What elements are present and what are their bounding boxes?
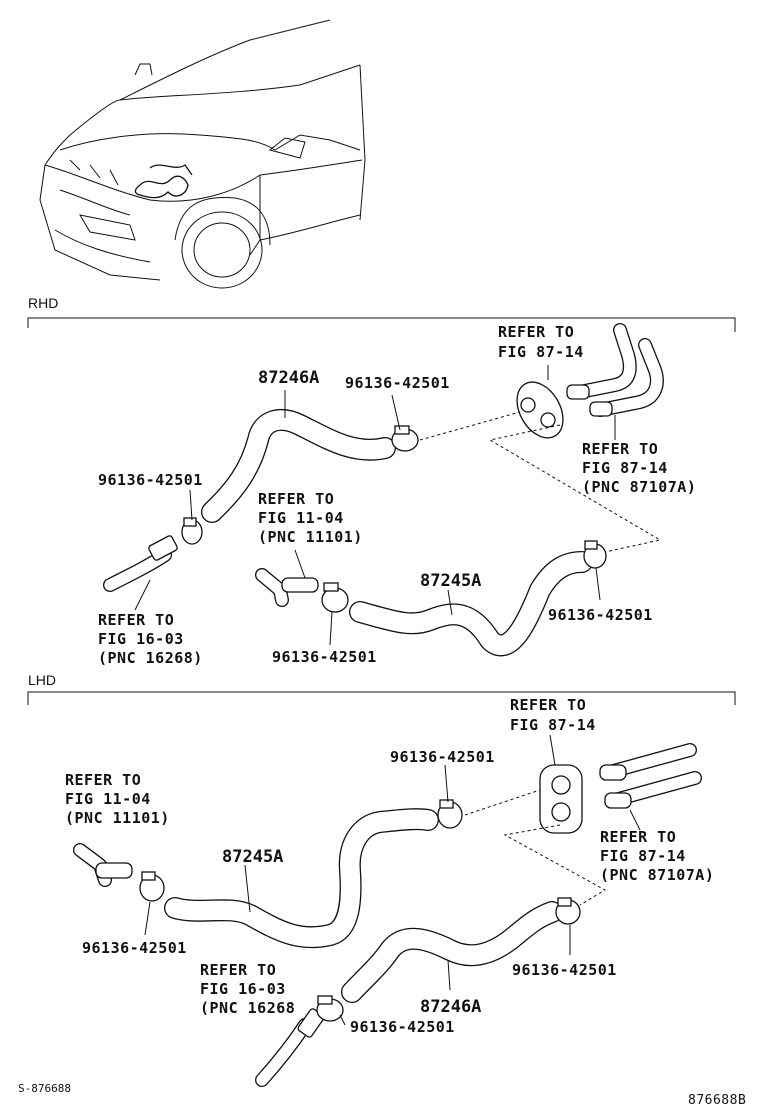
lhd-ref-engine-line2: FIG 11-04 — [65, 790, 151, 808]
rhd-label-87245a: 87245A — [420, 571, 481, 591]
rhd-leader-clamp-left — [189, 489, 193, 521]
lhd-ref-pipes-line3: (PNC 87107A) — [600, 866, 714, 884]
rhd-section: RHD — [27, 295, 736, 667]
lhd-section-label: LHD — [28, 672, 56, 688]
vehicle-illustration — [39, 19, 366, 289]
lhd-ref-grommet-line1: REFER TO — [510, 696, 586, 714]
lhd-ref-radiator-line3: (PNC 16268 — [200, 999, 295, 1017]
lhd-leader-clamp-bottom — [339, 1014, 346, 1026]
rhd-ref-engine-line1: REFER TO — [258, 490, 334, 508]
lhd-ref-radiator-line2: FIG 16-03 — [200, 980, 286, 998]
rhd-label-clamp-top: 96136-42501 — [345, 374, 450, 392]
lhd-ref-engine-line1: REFER TO — [65, 771, 141, 789]
rhd-ref-pipes-line3: (PNC 87107A) — [582, 478, 696, 496]
lhd-leader-grommet — [549, 734, 556, 766]
rhd-ref-radiator-line3: (PNC 16268) — [98, 649, 203, 667]
rhd-leader-clamp-right — [595, 567, 601, 601]
lhd-clamp-left — [139, 871, 165, 902]
rhd-leader-clamp-top — [391, 394, 401, 431]
rhd-ref-pipes-line1: REFER TO — [582, 440, 658, 458]
rhd-label-87246a: 87246A — [258, 368, 319, 388]
lhd-bracket — [27, 691, 736, 705]
lhd-leader-pipes — [629, 809, 641, 831]
footer-right-code: 876688B — [688, 1093, 746, 1108]
rhd-label-clamp-left: 96136-42501 — [98, 471, 203, 489]
lhd-label-87246a: 87246A — [420, 997, 481, 1017]
lhd-label-clamp-bottom: 96136-42501 — [350, 1018, 455, 1036]
lhd-label-87245a: 87245A — [222, 847, 283, 867]
rhd-section-label: RHD — [28, 295, 58, 311]
rhd-ref-grommet-line2: FIG 87-14 — [498, 343, 584, 361]
lhd-ref-grommet-line2: FIG 87-14 — [510, 716, 596, 734]
lhd-grommet — [539, 764, 583, 834]
rhd-clamp-left — [181, 517, 203, 545]
lhd-label-clamp-left: 96136-42501 — [82, 939, 187, 957]
rhd-heater-pipes — [566, 323, 664, 417]
lhd-engine-fitting — [73, 843, 133, 887]
lhd-leader-87245a — [244, 864, 251, 913]
rhd-ref-grommet-line1: REFER TO — [498, 323, 574, 341]
rhd-leader-radiator — [134, 579, 151, 611]
lhd-hose-87246a — [341, 901, 563, 1003]
rhd-label-clamp-bottom: 96136-42501 — [272, 648, 377, 666]
lhd-heater-pipes — [599, 743, 702, 809]
rhd-leader-clamp-bottom — [329, 611, 333, 646]
lhd-leader-clamp-top — [444, 764, 449, 803]
rhd-bracket — [27, 317, 736, 332]
lhd-dash-1 — [464, 789, 541, 816]
rhd-clamp-top — [391, 425, 419, 452]
rhd-ref-engine-line2: FIG 11-04 — [258, 509, 344, 527]
lhd-leader-clamp-left — [144, 901, 151, 936]
rhd-ref-radiator-line2: FIG 16-03 — [98, 630, 184, 648]
footer-left-code: S-876688 — [18, 1082, 71, 1095]
lhd-clamp-bottom — [316, 995, 344, 1022]
lhd-clamp-right — [555, 897, 581, 925]
rhd-leader-engine — [294, 549, 306, 579]
rhd-grommet — [516, 381, 564, 439]
rhd-engine-fitting — [255, 568, 319, 607]
rhd-dash-2 — [488, 424, 662, 553]
rhd-radiator-pipe — [103, 535, 178, 592]
lhd-leader-87246a — [447, 959, 451, 991]
rhd-hose-87246a — [201, 409, 396, 523]
rhd-hose-87245a — [349, 551, 593, 657]
lhd-radiator-pipe — [255, 1008, 325, 1087]
lhd-dash-2 — [503, 824, 607, 906]
lhd-ref-engine-line3: (PNC 11101) — [65, 809, 170, 827]
rhd-ref-radiator-line1: REFER TO — [98, 611, 174, 629]
lhd-label-clamp-top: 96136-42501 — [390, 748, 495, 766]
rhd-label-clamp-right: 96136-42501 — [548, 606, 653, 624]
rhd-ref-pipes-line2: FIG 87-14 — [582, 459, 668, 477]
lhd-ref-pipes-line1: REFER TO — [600, 828, 676, 846]
lhd-ref-pipes-line2: FIG 87-14 — [600, 847, 686, 865]
rhd-clamp-right — [583, 540, 607, 569]
lhd-section: LHD — [27, 672, 736, 1087]
lhd-clamp-top — [437, 799, 463, 829]
lhd-ref-radiator-line1: REFER TO — [200, 961, 276, 979]
rhd-ref-engine-line3: (PNC 11101) — [258, 528, 363, 546]
lhd-hose-87245a — [164, 808, 439, 949]
rhd-clamp-bottom — [321, 582, 349, 613]
lhd-label-clamp-right: 96136-42501 — [512, 961, 617, 979]
rhd-leader-87245a — [447, 589, 453, 616]
rhd-dash-1 — [419, 411, 521, 441]
